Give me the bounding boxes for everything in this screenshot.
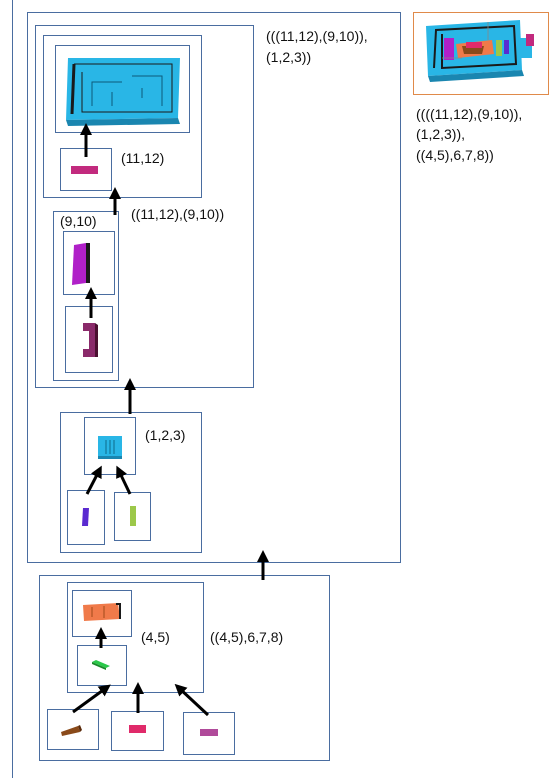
label-9-10: (9,10) [60, 213, 97, 229]
salmon-block-image [83, 603, 121, 621]
cyan-cube-image [98, 436, 122, 459]
label-11-12: (11,12) [121, 150, 165, 166]
pink-bar-image [129, 725, 146, 733]
brown-wedge-image [61, 725, 82, 736]
green-bar-image [92, 660, 110, 670]
part-box-2 [67, 490, 105, 545]
assembly-9-10-box [53, 211, 119, 381]
part-box-10 [65, 306, 113, 373]
top-assembly-box [27, 12, 401, 563]
arrow-8-to-4-5 [174, 683, 210, 717]
arrow-6-to-4-5 [72, 684, 111, 714]
mauve-bar-image [200, 729, 218, 736]
part-box-3 [114, 492, 151, 541]
blue-purple-bar-image [82, 508, 89, 526]
arrow-3-to-1-2-3 [116, 465, 132, 495]
label-final-assembly-line-3: ((4,5),6,7,8)) [416, 147, 494, 163]
label-1-2-3: (1,2,3) [145, 427, 186, 443]
label-final-assembly-line-1: ((((11,12),(9,10)), [416, 106, 523, 122]
page-frame [12, 0, 15, 778]
final-assembly-image [426, 20, 534, 82]
part-box-8 [183, 712, 235, 755]
violet-block-image [72, 243, 90, 285]
label-top-assembly-line-1: (((11,12),(9,10)), [266, 28, 368, 44]
part-box-6 [47, 709, 99, 750]
arrow-2-to-1-2-3 [85, 465, 102, 495]
assembly-11-12-9-10-box [35, 25, 254, 388]
final-assembly-box [413, 12, 549, 95]
label-top-assembly-line-2: (1,2,3)) [266, 49, 312, 65]
label-4-5-6-7-8: ((4,5),6,7,8) [210, 629, 284, 645]
label-11-12-9-10: ((11,12),(9,10)) [131, 206, 225, 222]
part-box-1-2-3-result [84, 417, 136, 475]
assembly-4-5-6-7-8-box [39, 575, 330, 761]
label-final-assembly-line-2: (1,2,3)), [416, 126, 466, 142]
magenta-bar-image [71, 166, 98, 174]
part-box-11-12-result [55, 45, 190, 133]
label-4-5: (4,5) [141, 629, 170, 645]
plum-hook-image [83, 323, 98, 357]
cyan-tray-image [66, 58, 180, 126]
lime-bar-image [130, 506, 136, 526]
assembly-11-12-box [43, 35, 202, 198]
